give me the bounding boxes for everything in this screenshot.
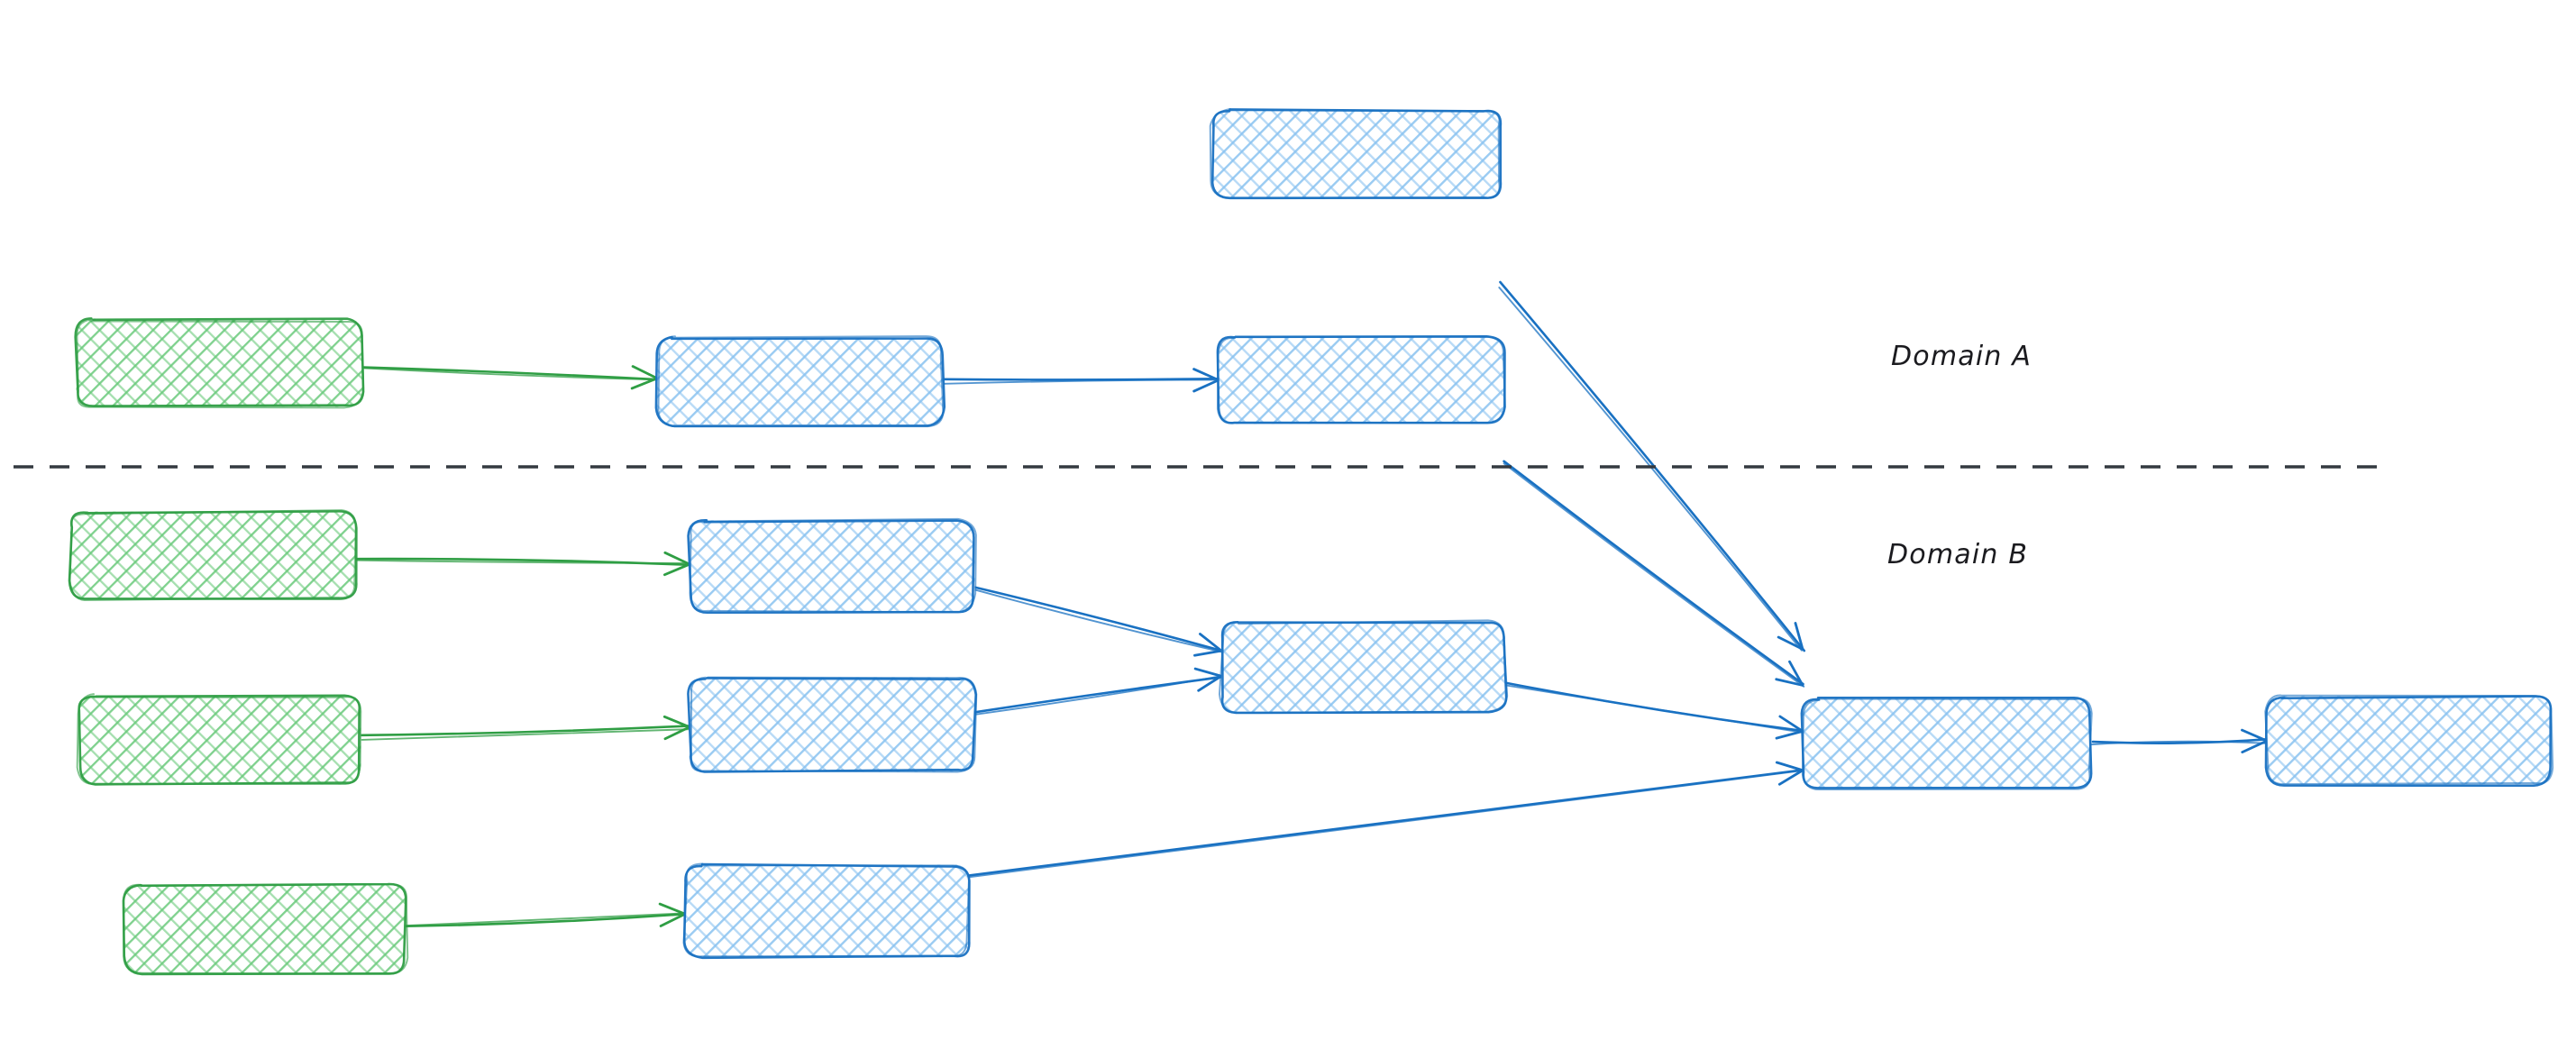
edge-arrow [360,715,692,741]
edge-arrow [354,551,692,577]
process-node[interactable] [1800,696,2093,791]
source-node[interactable] [76,693,362,786]
edge-arrow [971,667,1224,716]
edge-arrow [973,586,1224,657]
edge-arrow [966,761,1806,879]
process-node[interactable] [687,676,978,773]
source-node[interactable] [74,317,365,409]
process-node[interactable] [2264,694,2554,787]
domain-b-label: Domain B [1887,539,2029,570]
process-node[interactable] [682,862,971,960]
edge-arrow [2089,728,2269,753]
edges-layer [354,280,2269,928]
edge-arrow [942,368,1220,393]
process-node[interactable] [1216,334,1506,424]
process-node[interactable] [654,335,946,428]
process-node[interactable] [1209,107,1503,200]
source-node[interactable] [122,882,409,976]
edge-arrow [403,902,688,928]
edge-arrow [1503,681,1805,740]
edge-arrow [361,365,660,390]
process-node[interactable] [687,517,977,615]
domain-a-label: Domain A [1891,341,2032,372]
process-node[interactable] [1218,619,1509,715]
source-node[interactable] [68,509,358,602]
nodes-layer [68,107,2554,976]
edge-arrow [1503,460,1805,688]
